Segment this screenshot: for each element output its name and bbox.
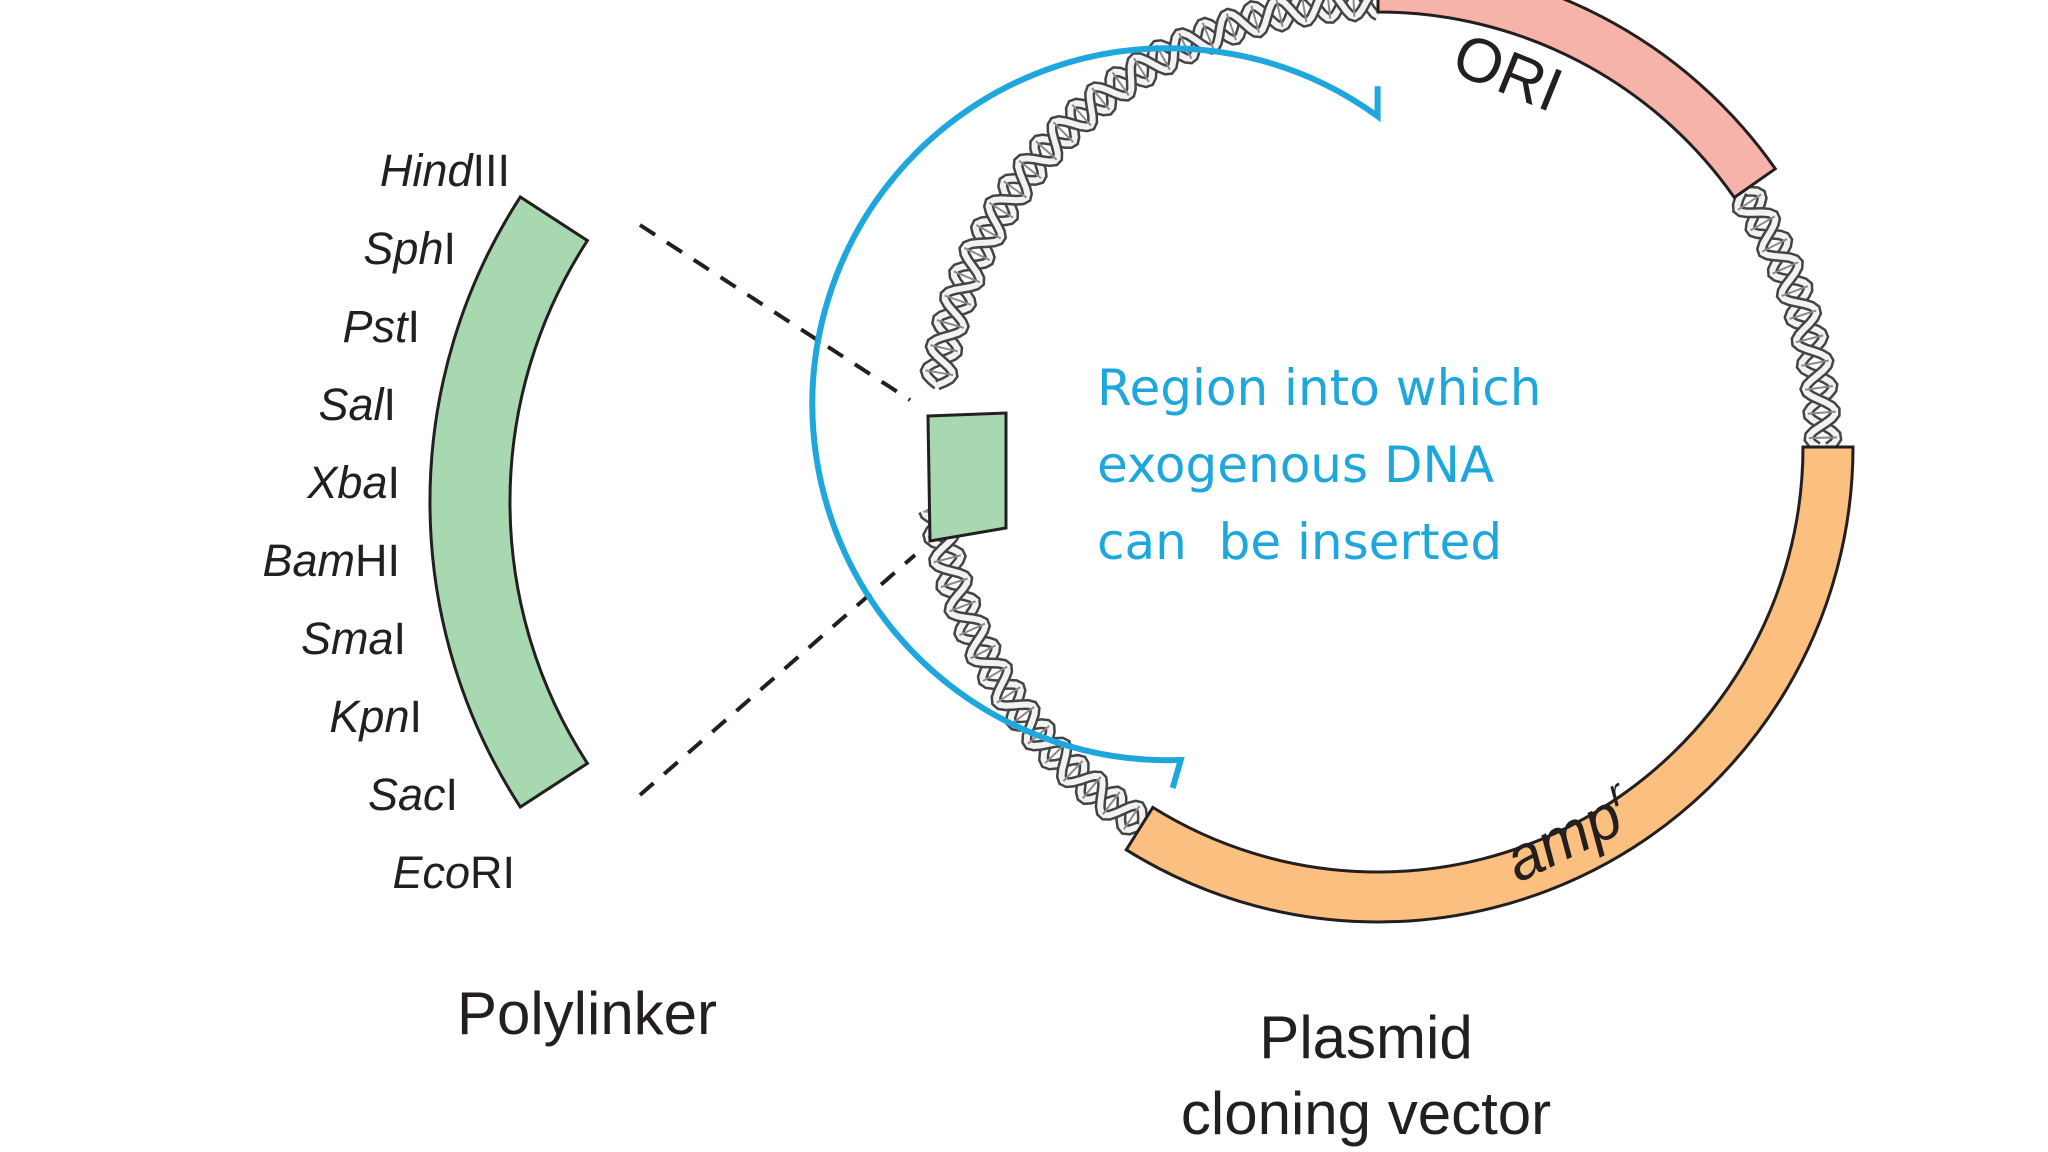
dna-base-pair bbox=[1003, 180, 1028, 199]
dna-base-pair bbox=[1781, 285, 1809, 297]
restriction-site-numeral: I bbox=[409, 691, 422, 742]
restriction-site-numeral: I bbox=[393, 613, 406, 664]
dna-double-helix bbox=[918, 0, 1843, 836]
restriction-site-6: SmaI bbox=[301, 613, 406, 664]
dna-base-pair bbox=[996, 686, 1021, 704]
restriction-site-7: KpnI bbox=[329, 691, 422, 742]
dna-base-pair bbox=[1123, 805, 1141, 830]
plasmid-caption-line-1: Plasmid bbox=[1259, 1004, 1472, 1071]
dna-base-pair bbox=[1301, 0, 1308, 23]
dna-base-pair bbox=[1035, 140, 1058, 161]
dna-base-pair bbox=[1352, 0, 1356, 17]
dna-base-pair bbox=[940, 577, 968, 588]
dna-base-pair bbox=[982, 665, 1008, 682]
dna-base-pair bbox=[953, 270, 981, 284]
restriction-site-0: HindIII bbox=[380, 145, 510, 196]
restriction-site-numeral: HI bbox=[355, 535, 400, 586]
dna-base-pair bbox=[1275, 0, 1284, 27]
dna-base-pair bbox=[975, 224, 1002, 240]
dna-base-pair bbox=[1225, 13, 1237, 41]
plasmid-polylinker-segment bbox=[926, 411, 1008, 543]
insert-region-label: Region into which exogenous DNA can be i… bbox=[1097, 359, 1541, 571]
dna-base-pair bbox=[944, 294, 972, 306]
dna-base-pair bbox=[1011, 706, 1035, 725]
restriction-site-name: Sma bbox=[301, 613, 394, 664]
ampr-segment bbox=[1124, 445, 1855, 924]
dna-base-pair bbox=[1801, 359, 1829, 367]
dna-base-pair bbox=[1750, 215, 1776, 232]
dna-base-pair bbox=[925, 369, 954, 377]
restriction-site-list: HindIIISphIPstISalIXbaIBamHISmaIKpnISacI… bbox=[262, 145, 515, 898]
dna-base-pair bbox=[963, 247, 991, 261]
restriction-site-name: Sph bbox=[363, 223, 443, 274]
insert-region-bracket bbox=[809, 45, 1381, 789]
insert-region-line-1: Region into which bbox=[1097, 359, 1541, 417]
dashed-line-top bbox=[638, 223, 912, 402]
restriction-site-name: Sal bbox=[318, 379, 385, 430]
restriction-site-numeral: I bbox=[445, 769, 458, 820]
dna-base-pair bbox=[1062, 760, 1084, 782]
dna-base-pair bbox=[936, 319, 965, 329]
dna-base-pair bbox=[949, 600, 976, 613]
dna-base-pair bbox=[1327, 0, 1332, 19]
dna-base-pair bbox=[958, 622, 986, 637]
polylinker-caption: Polylinker bbox=[457, 980, 717, 1047]
dna-base-pair bbox=[1250, 5, 1261, 33]
dna-strand-2b bbox=[920, 509, 1146, 825]
dna-base-pair bbox=[1133, 57, 1150, 83]
restriction-site-numeral: I bbox=[443, 223, 456, 274]
restriction-site-4: XbaI bbox=[306, 457, 400, 508]
restriction-site-8: SacI bbox=[368, 769, 458, 820]
dna-base-pair bbox=[1761, 238, 1788, 253]
dna-base-pair bbox=[930, 344, 958, 353]
restriction-site-name: Kpn bbox=[329, 691, 409, 742]
dna-strand-3b bbox=[927, 0, 1371, 388]
dna-base-pair bbox=[1102, 791, 1121, 815]
restriction-site-9: EcoRI bbox=[392, 847, 515, 898]
dna-base-pair bbox=[1071, 103, 1092, 127]
insert-region-line-3: can be inserted bbox=[1097, 513, 1502, 571]
restriction-site-numeral: RI bbox=[470, 847, 515, 898]
dna-base-pair bbox=[1795, 334, 1824, 344]
expansion-dashed-lines bbox=[638, 223, 917, 797]
dna-base-pair bbox=[1052, 121, 1075, 143]
dna-base-pair bbox=[1789, 309, 1817, 320]
restriction-site-name: Bam bbox=[262, 535, 355, 586]
restriction-site-numeral: III bbox=[472, 145, 510, 196]
dna-base-pair bbox=[1772, 261, 1799, 275]
polylinker-segment bbox=[428, 194, 590, 810]
restriction-site-3: SalI bbox=[318, 379, 396, 430]
restriction-site-name: Pst bbox=[342, 301, 410, 352]
dna-strand-1b bbox=[1734, 190, 1839, 450]
dna-base-pair bbox=[933, 554, 962, 564]
restriction-site-name: Xba bbox=[306, 457, 387, 508]
dna-base-pair bbox=[1805, 384, 1834, 391]
dna-base-pair bbox=[1201, 22, 1215, 50]
dna-base-pair bbox=[970, 644, 996, 660]
restriction-site-name: Eco bbox=[392, 847, 470, 898]
dna-base-pair bbox=[1808, 436, 1837, 439]
dna-base-pair bbox=[1091, 87, 1111, 111]
dna-base-pair bbox=[1018, 159, 1042, 180]
restriction-site-numeral: I bbox=[383, 379, 396, 430]
restriction-site-name: Hind bbox=[380, 145, 475, 196]
plasmid-caption-line-2: cloning vector bbox=[1181, 1080, 1551, 1147]
restriction-site-numeral: I bbox=[407, 301, 420, 352]
insert-region-line-2: exogenous DNA bbox=[1097, 436, 1494, 494]
restriction-site-5: BamHI bbox=[262, 535, 400, 586]
restriction-site-name: Sac bbox=[368, 769, 446, 820]
dna-base-pair bbox=[1737, 193, 1762, 211]
ori-segment bbox=[1376, 0, 1778, 200]
dashed-line-bottom bbox=[638, 553, 917, 797]
dna-base-pair bbox=[1807, 410, 1836, 415]
dna-base-pair bbox=[988, 201, 1014, 219]
restriction-site-1: SphI bbox=[363, 223, 456, 274]
restriction-site-numeral: I bbox=[387, 457, 400, 508]
dna-base-pair bbox=[1081, 776, 1102, 800]
restriction-site-2: PstI bbox=[342, 301, 420, 352]
dna-strand-3a bbox=[922, 0, 1380, 388]
dna-base-pair bbox=[1111, 71, 1130, 96]
